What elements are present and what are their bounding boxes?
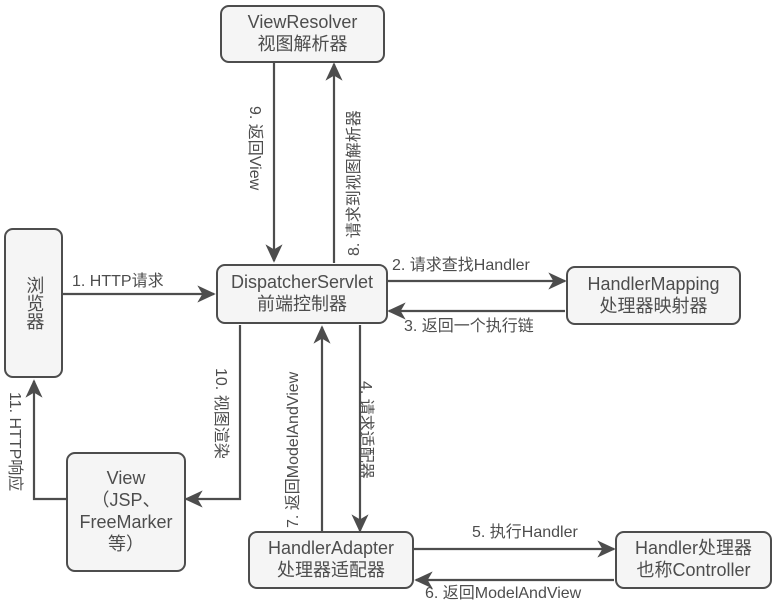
node-dispatcher-servlet-title: DispatcherServlet bbox=[230, 272, 374, 293]
node-view-line2: （JSP、 bbox=[91, 490, 161, 511]
edge-label-1: 1. HTTP请求 bbox=[72, 273, 164, 290]
node-dispatcher-servlet[interactable]: DispatcherServlet 前端控制器 bbox=[216, 264, 388, 324]
node-handler-adapter-title: HandlerAdapter bbox=[267, 538, 395, 559]
node-browser-label: 浏览器 bbox=[24, 276, 45, 330]
edge-label-11: 11. HTTP响应 bbox=[6, 392, 23, 492]
node-view-resolver-title: ViewResolver bbox=[247, 12, 358, 33]
edge-label-5: 5. 执行Handler bbox=[472, 524, 578, 541]
node-handler[interactable]: Handler处理器 也称Controller bbox=[615, 531, 772, 589]
node-handler-adapter-subtitle: 处理器适配器 bbox=[277, 560, 385, 580]
edge-label-8: 8. 请求到视图解析器 bbox=[346, 110, 363, 256]
node-handler-adapter[interactable]: HandlerAdapter 处理器适配器 bbox=[248, 531, 414, 589]
node-dispatcher-servlet-subtitle: 前端控制器 bbox=[257, 294, 347, 314]
edge-label-9: 9. 返回View bbox=[246, 106, 263, 191]
node-view-line4: 等） bbox=[108, 533, 144, 554]
node-view-title: View bbox=[106, 468, 146, 489]
edge-label-3: 3. 返回一个执行链 bbox=[404, 318, 534, 335]
node-handler-mapping-subtitle: 处理器映射器 bbox=[599, 295, 708, 316]
node-view[interactable]: View （JSP、 FreeMarker 等） bbox=[66, 452, 186, 572]
edge-line-11 bbox=[25, 379, 66, 501]
node-handler-mapping-title: HandlerMapping bbox=[587, 273, 720, 294]
edge-label-2: 2. 请求查找Handler bbox=[392, 257, 530, 274]
edge-label-6: 6. 返回ModelAndView bbox=[425, 585, 582, 602]
node-handler-mapping[interactable]: HandlerMapping 处理器映射器 bbox=[566, 266, 741, 325]
node-handler-title: Handler处理器 bbox=[634, 538, 753, 559]
edge-label-4: 4. 请求适配器 bbox=[357, 381, 374, 479]
node-browser[interactable]: 浏览器 bbox=[4, 228, 63, 378]
edge-label-10: 10. 视图渲染 bbox=[212, 368, 229, 459]
node-view-resolver[interactable]: ViewResolver 视图解析器 bbox=[220, 5, 385, 63]
node-view-line3: FreeMarker bbox=[79, 512, 173, 532]
node-view-resolver-subtitle: 视图解析器 bbox=[257, 34, 348, 54]
node-handler-subtitle: 也称Controller bbox=[636, 560, 751, 580]
edge-label-7: 7. 返回ModelAndView bbox=[285, 371, 302, 528]
